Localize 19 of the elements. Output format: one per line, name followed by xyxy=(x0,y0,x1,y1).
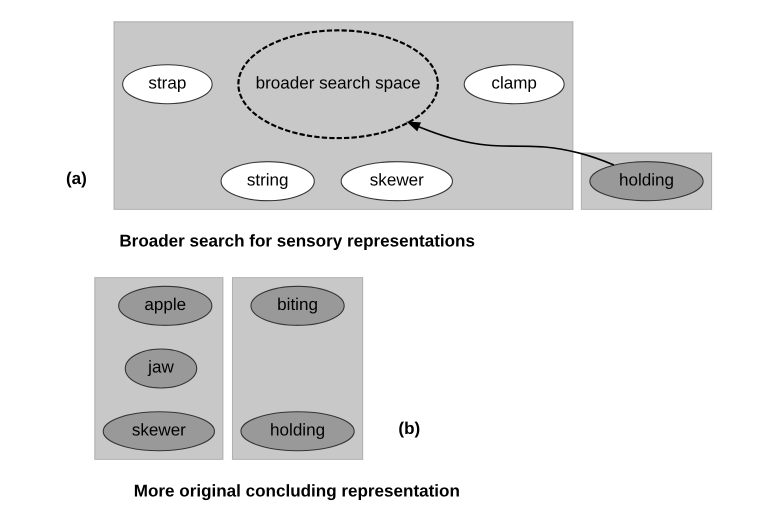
node-ellipse: holding xyxy=(240,410,354,451)
node-ellipse: jaw xyxy=(124,348,197,388)
node-ellipse: skewer xyxy=(340,160,452,201)
node-ellipse: clamp xyxy=(463,64,564,104)
label: (a) xyxy=(66,168,86,188)
node-ellipse: skewer xyxy=(102,410,215,451)
node-ellipse: holding xyxy=(588,160,704,201)
cluster xyxy=(580,152,712,210)
cluster xyxy=(113,20,573,210)
node-ellipse: broader search space xyxy=(236,28,438,139)
label: More original concluding representation xyxy=(133,481,460,500)
cluster xyxy=(94,276,223,460)
node-ellipse: apple xyxy=(118,285,212,326)
label: Broader search for sensory representations xyxy=(118,230,474,250)
node-ellipse: strap xyxy=(122,64,212,104)
cluster xyxy=(231,276,363,460)
node-ellipse: biting xyxy=(250,285,344,326)
label: (b) xyxy=(398,418,420,438)
node-ellipse: string xyxy=(220,160,314,201)
